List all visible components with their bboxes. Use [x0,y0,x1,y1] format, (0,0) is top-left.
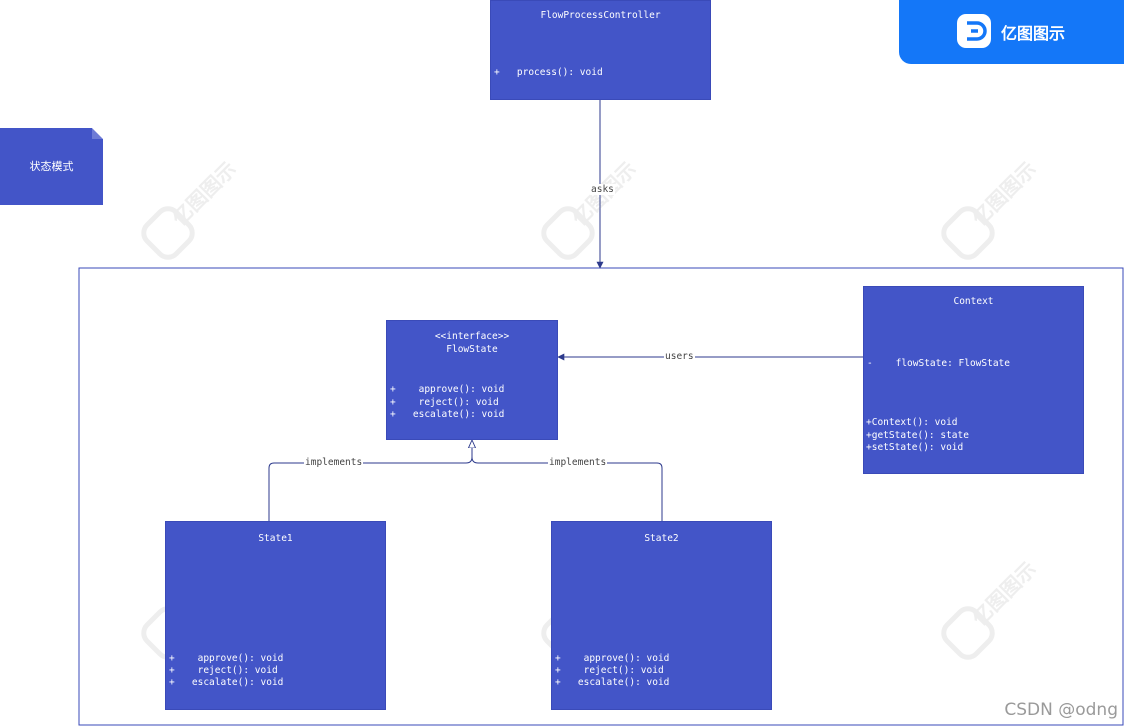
note-fold-corner [92,128,103,139]
interface-member: + reject(): void [390,397,499,408]
class-name: State1 [258,533,293,544]
implements-line-2 [471,456,663,521]
class-flowprocesscontroller[interactable]: FlowProcessController + process(): void [490,0,711,100]
implements-line-1 [268,440,472,521]
relation-label-asks: asks [590,184,615,195]
interface-stereotype: <<interface>> [434,331,510,342]
class-method: +Context(): void [866,417,958,428]
class-member: + escalate(): void [555,677,670,688]
class-member: + approve(): void [555,653,670,664]
note-text: 状态模式 [29,161,74,173]
interface-flowstate[interactable]: <<interface>> FlowState + approve(): voi… [386,320,558,440]
note-shape[interactable]: 状态模式 [0,128,103,205]
interface-member: + escalate(): void [390,409,505,420]
class-context[interactable]: Context - flowState: FlowState +Context(… [863,286,1084,474]
class-member: + reject(): void [169,665,278,676]
relation-label-users: users [664,351,695,362]
edraw-logo-icon [957,14,991,48]
brand-name: 亿图图示 [1001,24,1066,43]
class-member: + escalate(): void [169,677,284,688]
interface-name: FlowState [446,344,498,355]
class-state1[interactable]: State1 + approve(): void + reject(): voi… [165,521,386,710]
class-method: +getState(): state [866,430,969,441]
class-member: + approve(): void [169,653,284,664]
brand-logo: 亿图图示 [899,0,1124,64]
class-attribute: - flowState: FlowState [867,358,1010,369]
class-member: + process(): void [494,67,603,78]
class-member: + reject(): void [555,665,664,676]
relation-label-implements: implements [304,457,364,468]
class-state2[interactable]: State2 + approve(): void + reject(): voi… [551,521,772,710]
footer-watermark: CSDN @odng [1004,700,1118,720]
class-name: FlowProcessController [540,10,661,21]
relation-label-implements: implements [548,457,608,468]
class-method: +setState(): void [866,442,964,453]
class-name: State2 [644,533,679,544]
interface-member: + approve(): void [390,384,505,395]
class-name: Context [953,296,994,307]
